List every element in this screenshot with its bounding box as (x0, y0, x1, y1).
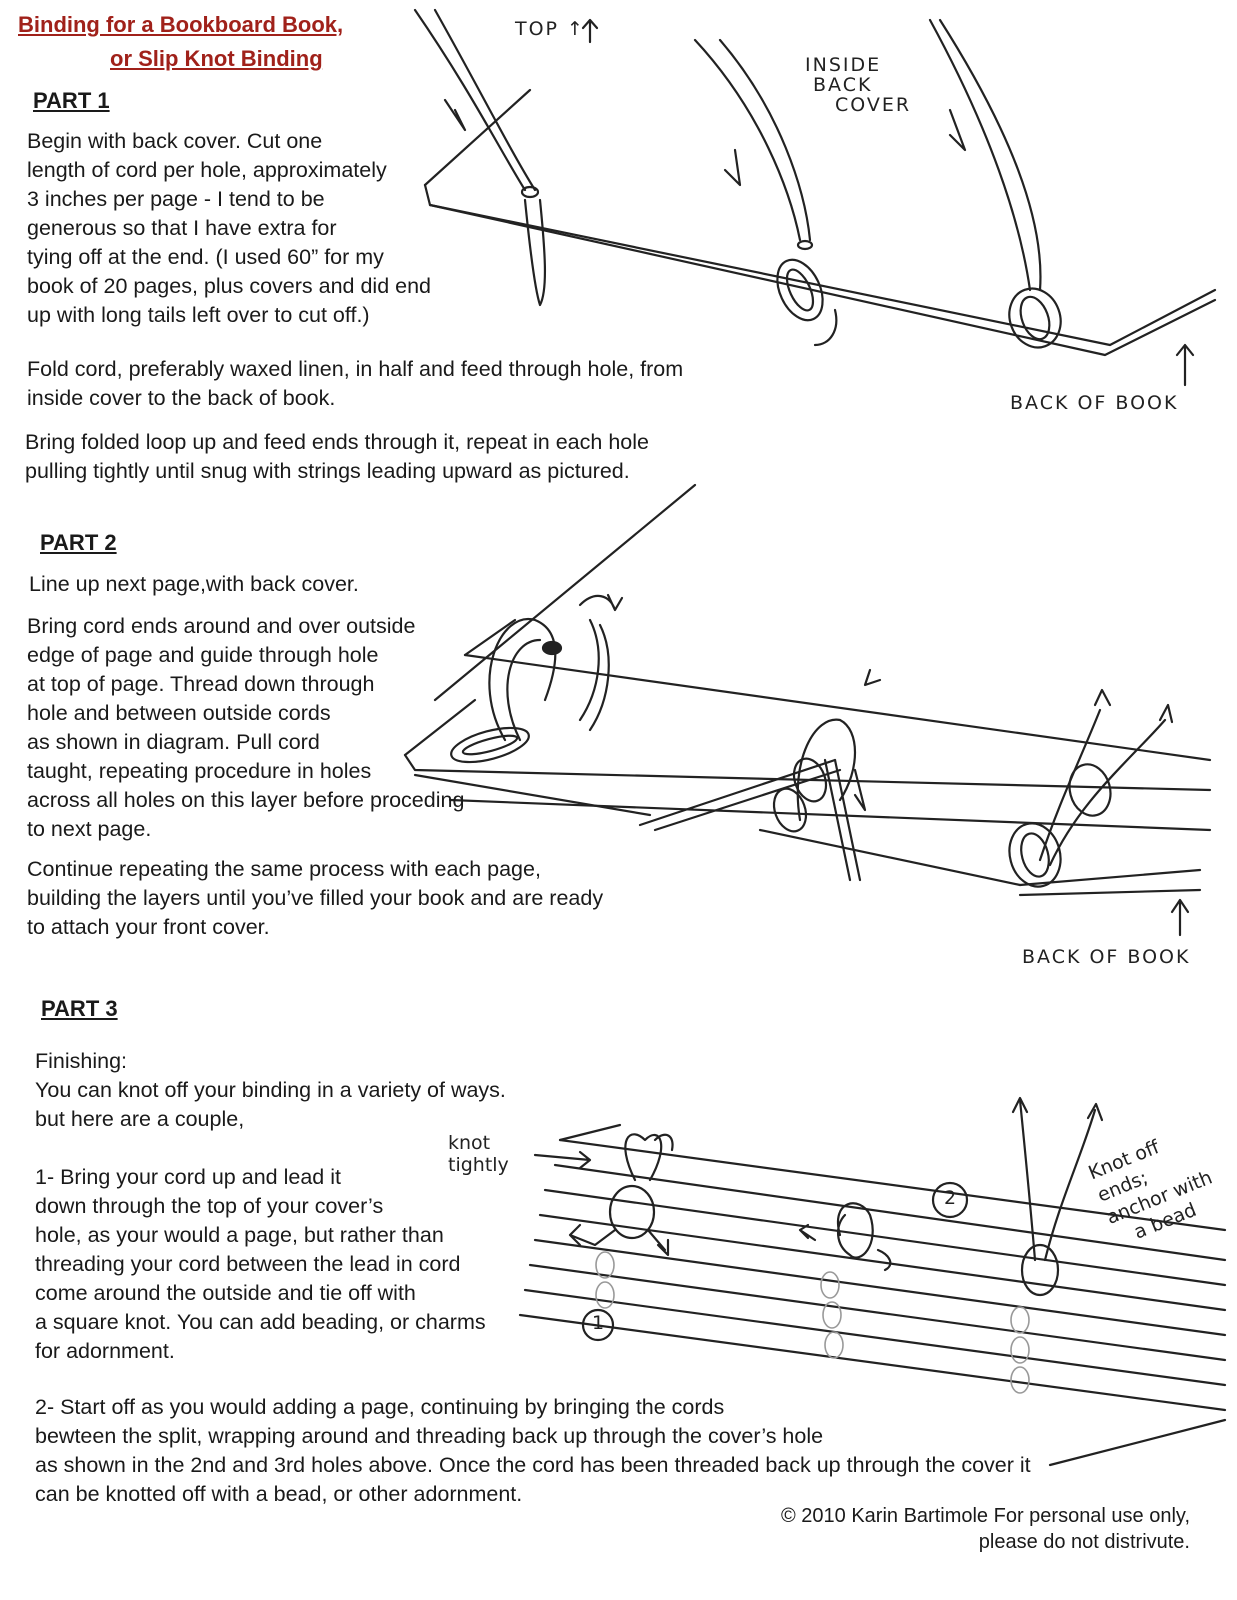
text-line: Bring folded loop up and feed ends throu… (25, 430, 649, 454)
part1-paragraph-3: Bring folded loop up and feed ends throu… (25, 428, 649, 486)
text-line: book of 20 pages, plus covers and did en… (27, 274, 432, 298)
text-line: to next page. (27, 817, 152, 841)
text-line: © 2010 Karin Bartimole For personal use … (780, 1505, 1190, 1527)
text-line: 2- Start off as you would adding a page,… (35, 1395, 725, 1419)
label-back-of-book-1: BACK OF BOOK (1010, 392, 1179, 414)
text-line: as shown in diagram. Pull cord (27, 730, 320, 754)
part3-paragraph-2: 1- Bring your cord up and lead it down t… (35, 1163, 486, 1366)
text-line: Line up next page,with back cover. (29, 572, 359, 596)
text-line: tying off at the end. (I used 60” for my (27, 245, 384, 269)
text-line: but here are a couple, (35, 1107, 245, 1131)
part3-paragraph-3: 2- Start off as you would adding a page,… (35, 1393, 1031, 1509)
text-line: can be knotted off with a bead, or other… (35, 1482, 523, 1506)
text-line: a square knot. You can add beading, or c… (35, 1310, 486, 1334)
diagram-part3 (518, 1096, 1227, 1467)
text-line: edge of page and guide through hole (27, 643, 379, 667)
text-line: taught, repeating procedure in holes (27, 759, 372, 783)
text-line: inside cover to the back of book. (27, 386, 336, 410)
part2-paragraph-1: Line up next page,with back cover. (29, 570, 359, 599)
part2-heading: PART 2 (40, 530, 117, 555)
text-line: for adornment. (35, 1339, 175, 1363)
text-line: Bring cord ends around and over outside (27, 614, 416, 638)
part3-paragraph-1: Finishing: You can knot off your binding… (35, 1047, 506, 1134)
text-line: Continue repeating the same process with… (27, 857, 541, 881)
label-knot-tightly: knot tightly (448, 1132, 509, 1176)
text-line: Begin with back cover. Cut one (27, 129, 323, 153)
text-line: length of cord per hole, approximately (27, 158, 387, 182)
text-line: INSIDE (805, 54, 882, 76)
part1-paragraph-1: Begin with back cover. Cut one length of… (27, 127, 431, 330)
part1-heading: PART 1 (33, 88, 110, 113)
text-line: Finishing: (35, 1049, 128, 1073)
document-title-line1: Binding for a Bookboard Book, (18, 12, 344, 37)
text-line: COVER (835, 94, 912, 116)
text-line: generous so that I have extra for (27, 216, 337, 240)
circled-number-2: 2 (944, 1187, 957, 1209)
part1-paragraph-2: Fold cord, preferably waxed linen, in ha… (27, 355, 683, 413)
text-line: You can knot off your binding in a varie… (35, 1078, 506, 1102)
text-line: tightly (448, 1154, 509, 1176)
copyright-notice: © 2010 Karin Bartimole For personal use … (690, 1503, 1190, 1555)
text-line: BACK (813, 74, 873, 96)
text-line: to attach your front cover. (27, 915, 270, 939)
text-line: at top of page. Thread down through (27, 672, 375, 696)
text-line: knot (448, 1132, 491, 1154)
text-line: please do not distrivute. (978, 1531, 1190, 1553)
text-line: building the layers until you’ve filled … (27, 886, 604, 910)
text-line: 1- Bring your cord up and lead it (35, 1165, 341, 1189)
diagram-part1 (413, 8, 1217, 387)
text-line: threading your cord between the lead in … (35, 1252, 461, 1276)
part3-heading: PART 3 (41, 996, 118, 1021)
label-top: TOP ↑ (515, 18, 585, 40)
part2-paragraph-3: Continue repeating the same process with… (27, 855, 603, 942)
text-line: down through the top of your cover’s (35, 1194, 384, 1218)
text-line: across all holes on this layer before pr… (27, 788, 465, 812)
document-title-line2: or Slip Knot Binding (110, 46, 323, 71)
text-line: 3 inches per page - I tend to be (27, 187, 325, 211)
circled-number-1: 1 (592, 1312, 605, 1334)
diagram-part2 (403, 483, 1212, 937)
text-line: bewteen the split, wrapping around and t… (35, 1424, 824, 1448)
text-line: as shown in the 2nd and 3rd holes above.… (35, 1453, 1031, 1477)
text-line: pulling tightly until snug with strings … (25, 459, 630, 483)
text-line: hole, as your would a page, but rather t… (35, 1223, 444, 1247)
text-line: hole and between outside cords (27, 701, 331, 725)
text-line: Fold cord, preferably waxed linen, in ha… (27, 357, 684, 381)
label-back-of-book-2: BACK OF BOOK (1022, 946, 1191, 968)
text-line: come around the outside and tie off with (35, 1281, 416, 1305)
text-line: up with long tails left over to cut off.… (27, 303, 370, 327)
part2-paragraph-2: Bring cord ends around and over outside … (27, 612, 464, 844)
label-inside-back-cover: INSIDE BACK COVER (805, 55, 911, 115)
